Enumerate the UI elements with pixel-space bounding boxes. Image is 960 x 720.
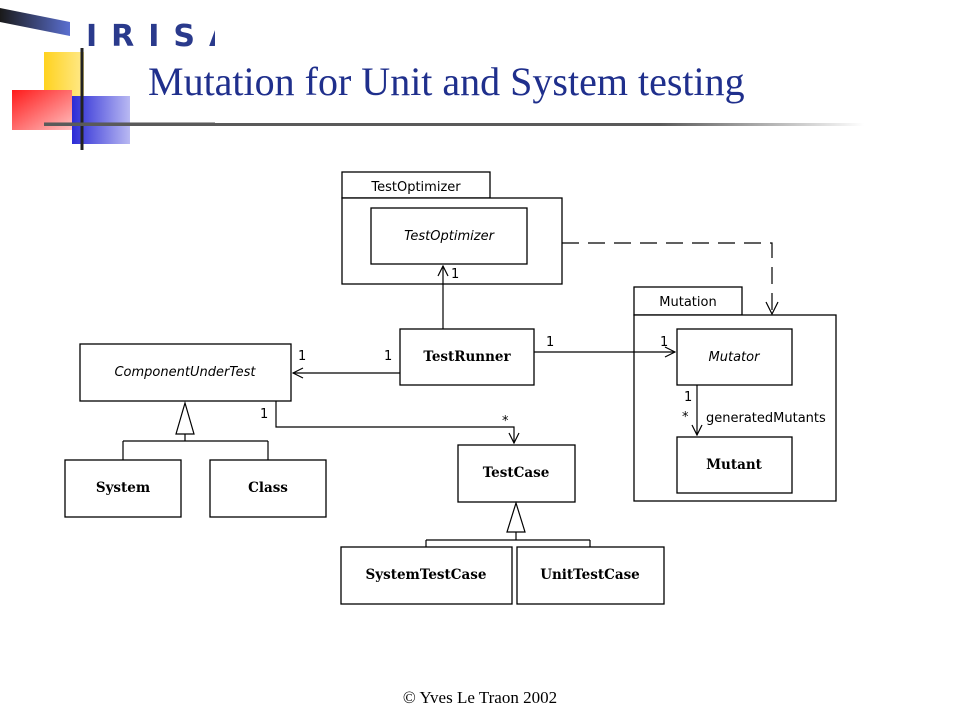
class-unittestcase: UnitTestCase xyxy=(516,546,665,605)
class-mutant-label: Mutant xyxy=(706,457,763,473)
copyright-symbol: © xyxy=(402,688,416,707)
title-underline xyxy=(44,123,864,126)
mult-runner-optimizer: 1 xyxy=(451,267,459,282)
page-title: Mutation for Unit and System testing xyxy=(148,59,745,104)
assoc-runner-optimizer: 1 xyxy=(443,266,459,329)
class-system-label: System xyxy=(96,480,150,496)
class-testoptimizer-label: TestOptimizer xyxy=(404,229,495,244)
package-mutation-label: Mutation xyxy=(659,295,716,310)
class-class-label: Class xyxy=(248,480,288,496)
mult-mutator-end: 1 xyxy=(660,335,668,350)
mult-cut-testcase: 1 xyxy=(260,407,268,422)
class-testcase-label: TestCase xyxy=(483,465,550,481)
class-mutator: Mutator xyxy=(676,328,793,386)
generalization-cut xyxy=(122,400,269,460)
logo-flag xyxy=(0,8,70,36)
class-mutator-label: Mutator xyxy=(709,350,762,365)
class-testoptimizer: TestOptimizer xyxy=(370,207,528,265)
footer-copyright: © Yves Le Traon 2002 xyxy=(0,688,960,708)
class-unittestcase-label: UnitTestCase xyxy=(540,567,640,583)
assoc-runner-mutator: 1 1 xyxy=(534,335,675,352)
mult-testcase-end: * xyxy=(502,414,509,429)
package-testoptimizer-label: TestOptimizer xyxy=(370,180,461,195)
class-testrunner-label: TestRunner xyxy=(423,349,511,365)
class-class: Class xyxy=(209,459,327,518)
assoc-mutator-mutant: 1 * generatedMutants xyxy=(682,385,826,435)
mult-runner-cut: 1 xyxy=(384,349,392,364)
dependency-optimizer-mutator xyxy=(562,242,779,316)
class-systemtestcase: SystemTestCase xyxy=(340,546,513,605)
class-system: System xyxy=(64,459,182,518)
class-mutant: Mutant xyxy=(676,436,793,494)
class-testrunner: TestRunner xyxy=(399,328,535,386)
assoc-runner-cut: 1 1 xyxy=(293,349,400,373)
mult-mutator-mutant-source: 1 xyxy=(684,390,692,405)
class-systemtestcase-label: SystemTestCase xyxy=(366,567,487,583)
class-testcase: TestCase xyxy=(457,444,576,503)
logo-yellow-square xyxy=(44,52,84,96)
assoc-cut-testcase: 1 * xyxy=(260,401,514,443)
logo-wordmark: IRISA xyxy=(86,19,215,54)
class-componentundertest-label: ComponentUnderTest xyxy=(114,365,256,380)
class-componentundertest: ComponentUnderTest xyxy=(79,343,292,402)
mult-runner-mutator: 1 xyxy=(546,335,554,350)
role-generated-mutants: generatedMutants xyxy=(706,411,826,426)
mult-mutator-mutant-target: * xyxy=(682,410,689,425)
generalization-testcase xyxy=(425,500,591,547)
footer-text: Yves Le Traon 2002 xyxy=(419,688,558,707)
mult-cut-end: 1 xyxy=(298,349,306,364)
